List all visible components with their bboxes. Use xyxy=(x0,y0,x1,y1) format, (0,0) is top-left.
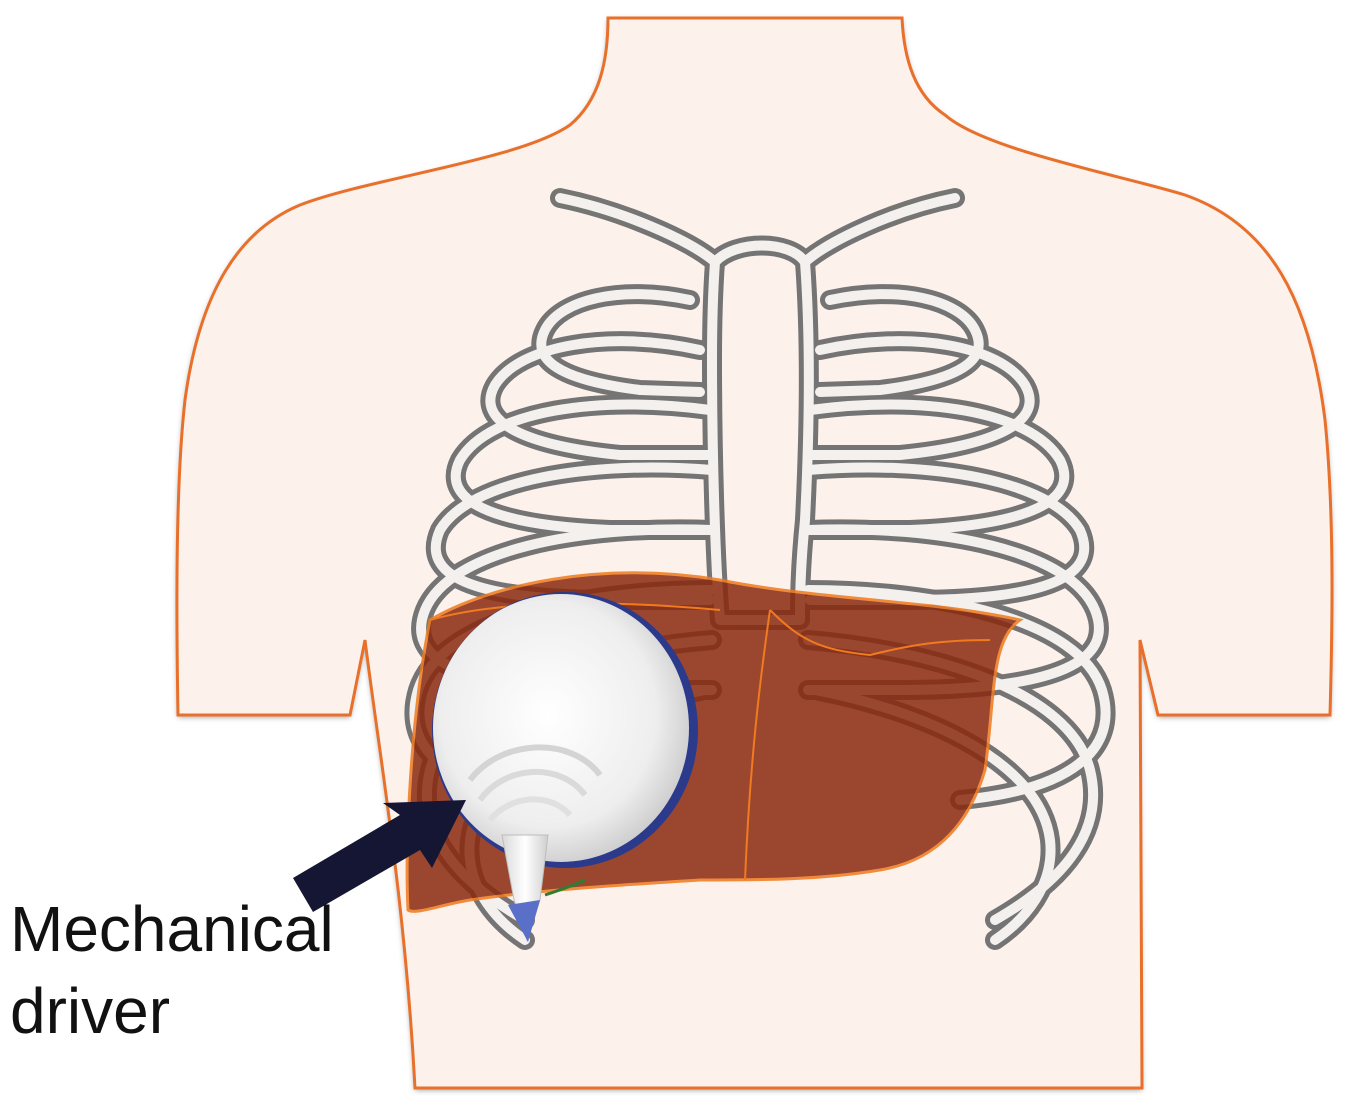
label-line-1: Mechanical xyxy=(10,888,334,970)
mechanical-driver-label: Mechanical driver xyxy=(10,888,334,1052)
label-line-2: driver xyxy=(10,970,334,1052)
torso-icon xyxy=(177,18,1332,1090)
